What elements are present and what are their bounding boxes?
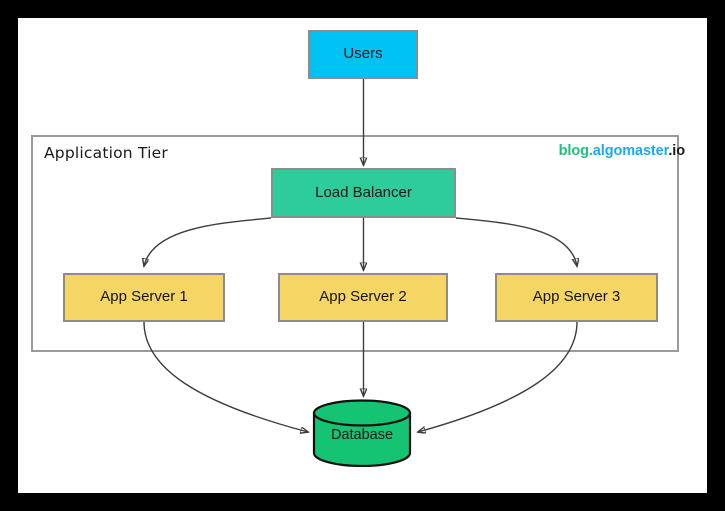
- node-load-balancer-label: Load Balancer: [315, 183, 412, 201]
- node-database[interactable]: Database: [312, 399, 412, 468]
- node-app-server-3-label: App Server 3: [532, 288, 621, 306]
- node-app-server-2[interactable]: App Server 2: [278, 273, 448, 322]
- node-users-label: Users: [343, 45, 383, 63]
- database-cylinder-icon: [312, 399, 412, 468]
- watermark-part-io: .io: [668, 143, 685, 159]
- node-app-server-3[interactable]: App Server 3: [495, 273, 658, 322]
- watermark-part-blog: blog.: [558, 143, 593, 159]
- node-load-balancer[interactable]: Load Balancer: [271, 168, 456, 218]
- node-app-server-1[interactable]: App Server 1: [63, 273, 225, 322]
- node-users[interactable]: Users: [308, 30, 418, 79]
- watermark-part-algomaster: algomaster: [592, 143, 669, 159]
- node-app-server-2-label: App Server 2: [319, 288, 407, 306]
- diagram-canvas: Application Tier blog.algomaster.io: [18, 18, 707, 493]
- application-tier-container: [31, 135, 679, 352]
- watermark: blog.algomaster.io: [559, 143, 685, 159]
- application-tier-label: Application Tier: [44, 144, 168, 162]
- node-app-server-1-label: App Server 1: [100, 288, 188, 306]
